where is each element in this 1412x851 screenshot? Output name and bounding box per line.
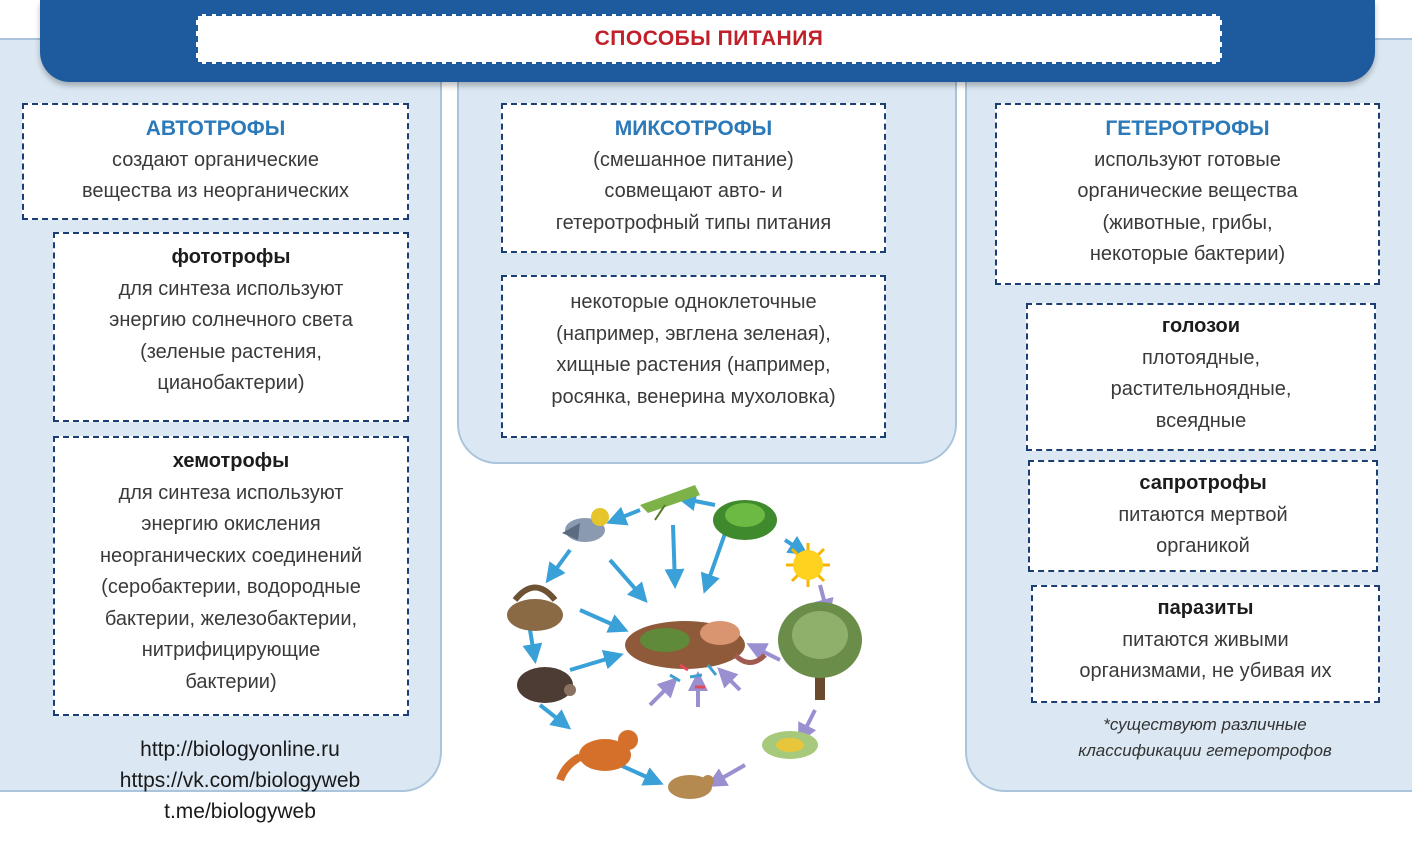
phototrophs-line: (зеленые растения, <box>140 340 322 363</box>
bird-icon <box>562 508 609 542</box>
chemotrophs-line: нитрифицирующие <box>141 639 321 661</box>
chemotrophs-line: неорганических соединений <box>99 544 363 567</box>
phototrophs-box: фототрофы для синтеза используют энергию… <box>53 232 409 422</box>
chemotrophs-heading: хемотрофы <box>172 450 290 472</box>
heterotrophs-line: органические вещества <box>1077 180 1298 202</box>
grasshopper-icon <box>640 485 700 521</box>
phototrophs-line: для синтеза используют <box>118 277 344 300</box>
note-line: классификации гетеротрофов <box>1078 741 1332 760</box>
mixotrophs-line: гетеротрофный типы питания <box>555 211 832 234</box>
phototrophs-line: энергию солнечного света <box>109 309 353 331</box>
autotrophs-heading: АВТОТРОФЫ <box>145 117 286 140</box>
chemotrophs-line: бактерии, железобактерии, <box>104 607 358 630</box>
heterotrophs-line: некоторые бактерии) <box>1089 243 1286 265</box>
chemotrophs-line: для синтеза используют <box>118 481 344 504</box>
parasites-heading: паразиты <box>1157 597 1254 619</box>
hedgehog-icon <box>517 667 576 703</box>
corn-icon <box>762 731 818 759</box>
saprotrophs-heading: сапротрофы <box>1139 472 1267 494</box>
autotrophs-box: АВТОТРОФЫ создают органические вещества … <box>22 103 409 220</box>
saprotrophs-line: органикой <box>1156 535 1250 557</box>
holozoic-line: растительноядные, <box>1110 378 1292 400</box>
mixotrophs-example-line: (например, эвглена зеленая), <box>556 322 831 345</box>
holozoic-box: голозои плотоядные, растительноядные, вс… <box>1026 303 1376 451</box>
autotrophs-line: вещества из неорганических <box>81 180 350 202</box>
holozoic-line: плотоядные, <box>1141 346 1261 369</box>
link-vk[interactable]: https://vk.com/biologyweb <box>119 769 361 792</box>
parasites-line: организмами, не убивая их <box>1079 660 1332 682</box>
saprotrophs-box: сапротрофы питаются мертвой органикой <box>1028 460 1378 572</box>
sun-icon <box>786 543 830 587</box>
heterotrophs-line: используют готовые <box>1094 148 1281 171</box>
heterotrophs-note: *существуют различные классификации гете… <box>1040 712 1370 764</box>
mixotrophs-box: МИКСОТРОФЫ (смешанное питание) совмещают… <box>501 103 886 253</box>
chemotrophs-line: (серобактерии, водородные <box>101 576 361 598</box>
mixotrophs-line: совмещают авто- и <box>604 180 783 202</box>
heterotrophs-box: ГЕТЕРОТРОФЫ используют готовые органичес… <box>995 103 1380 285</box>
food-cycle-illustration <box>507 485 862 799</box>
chemotrophs-line: бактерии) <box>185 670 277 693</box>
holozoic-line: всеядные <box>1155 409 1247 432</box>
heterotrophs-heading: ГЕТЕРОТРОФЫ <box>1105 117 1270 140</box>
source-links: http://biologyonline.ru https://vk.com/b… <box>90 734 390 827</box>
decomposers-icon <box>625 621 767 689</box>
chemotrophs-line: энергию окисления <box>141 513 321 535</box>
phototrophs-heading: фототрофы <box>171 246 291 268</box>
note-line: *существуют различные <box>1103 715 1307 734</box>
mixotrophs-heading: МИКСОТРОФЫ <box>614 117 773 140</box>
mixotrophs-example-line: некоторые одноклеточные <box>570 291 817 313</box>
page-title: СПОСОБЫ ПИТАНИЯ <box>196 14 1222 64</box>
parasites-line: питаются живыми <box>1122 628 1289 651</box>
mouse-icon <box>668 775 714 799</box>
phototrophs-line: цианобактерии) <box>157 372 305 394</box>
autotrophs-line: создают органические <box>112 148 319 171</box>
snake-icon <box>507 584 563 631</box>
heterotrophs-line: (животные, грибы, <box>1102 211 1273 234</box>
fox-icon <box>556 730 638 782</box>
link-telegram[interactable]: t.me/biologyweb <box>164 800 316 823</box>
parasites-box: паразиты питаются живыми организмами, не… <box>1031 585 1380 703</box>
holozoic-heading: голозои <box>1161 315 1241 337</box>
chemotrophs-box: хемотрофы для синтеза используют энергию… <box>53 436 409 716</box>
mixotrophs-line: (смешанное питание) <box>593 148 794 171</box>
mixotrophs-examples-box: некоторые одноклеточные (например, эвгле… <box>501 275 886 438</box>
mixotrophs-example-line: хищные растения (например, <box>556 354 831 376</box>
mixotrophs-example-line: росянка, венерина мухоловка) <box>551 385 836 408</box>
grass-icon <box>713 500 777 540</box>
tree-icon <box>778 602 862 700</box>
link-biologyonline[interactable]: http://biologyonline.ru <box>140 738 340 761</box>
saprotrophs-line: питаются мертвой <box>1118 503 1288 526</box>
